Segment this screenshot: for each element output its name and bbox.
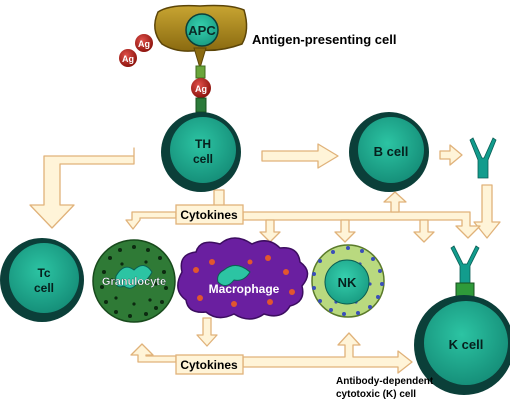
adcc-caption-line1: Antibody-dependent [336,376,434,387]
cytokines-top-left [125,211,177,230]
cytokines-bottom-left [130,343,177,363]
granulocyte-label: Granulocyte [102,276,166,288]
b-cell: B cell [349,112,429,192]
nk-label: NK [338,275,357,290]
connector-arrows [29,143,501,374]
k-cell: K cell [414,245,510,395]
cytokines-top-bar [242,211,481,239]
antigen-presented: Ag [191,78,211,98]
bound-antibody-icon [450,245,480,284]
arrow-cyt-to-b [383,191,407,213]
antibody-icon [469,137,497,179]
apc-label: APC [188,23,216,38]
macrophage-cell: Macrophage [177,237,309,320]
antigen-2: Ag [119,49,137,67]
arrow-th-to-b [261,143,339,169]
k-cell-label: K cell [449,337,484,352]
cytokines-top: Cytokines [175,204,244,225]
b-cell-label: B cell [374,144,409,159]
macrophage-label: Macrophage [209,282,280,296]
svg-text:Cytokines: Cytokines [180,358,238,372]
arrow-cyt-to-nk [334,219,356,243]
apc-caption: Antigen-presenting cell [252,32,396,47]
arrow-antibody-to-k [473,184,501,239]
tc-cell-label: cell [34,281,54,295]
apc-cell: APC [154,4,248,79]
svg-text:Cytokines: Cytokines [180,208,238,222]
arrow-macrophage-to-cytokines [196,317,218,347]
arrow-b-to-antibody [439,144,463,166]
tc-label: Tc [37,266,50,280]
tc-cell: Tc cell [0,238,84,322]
svg-text:Ag: Ag [195,84,207,94]
arrow-cyt-to-macrophage [259,219,281,243]
arrow-cyt-to-right [413,219,435,243]
antigen-1: Ag [135,34,153,52]
th-cell: TH cell [161,97,241,192]
nk-cell: NK [311,244,385,318]
granulocyte-cell: Granulocyte [92,239,176,323]
cytokines-bottom-bar [242,332,413,374]
cytokines-bottom: Cytokines [175,354,244,375]
arrow-th-to-tc [29,147,135,229]
svg-text:Ag: Ag [122,54,134,64]
adcc-caption-line2: cytotoxic (K) cell [336,389,416,400]
th-cell-label: cell [193,152,213,166]
svg-text:Ag: Ag [138,39,150,49]
th-label: TH [195,137,211,151]
